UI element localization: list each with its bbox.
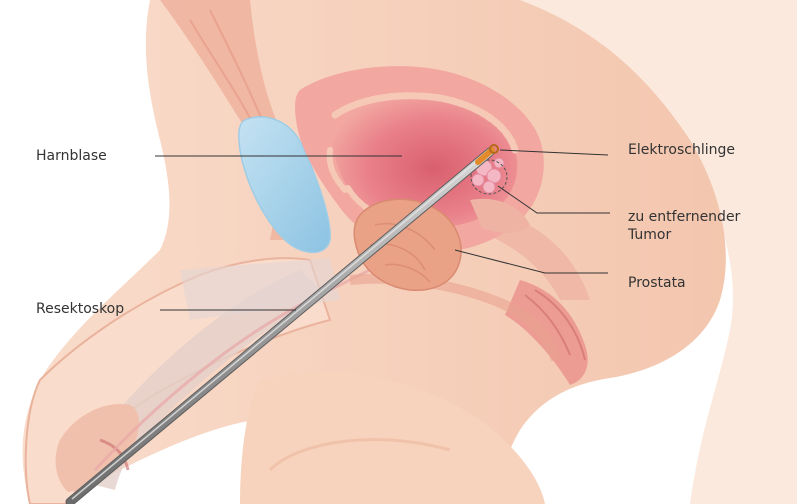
label-tumor-line2: Tumor <box>628 226 740 244</box>
label-tumor-line1: zu entfernender <box>628 208 740 226</box>
label-electrode-loop: Elektroschlinge <box>628 141 735 159</box>
label-prostate: Prostata <box>628 274 686 292</box>
label-bladder: Harnblase <box>36 147 107 165</box>
label-tumor: zu entfernender Tumor <box>628 208 740 244</box>
label-resectoscope: Resektoskop <box>36 300 124 318</box>
